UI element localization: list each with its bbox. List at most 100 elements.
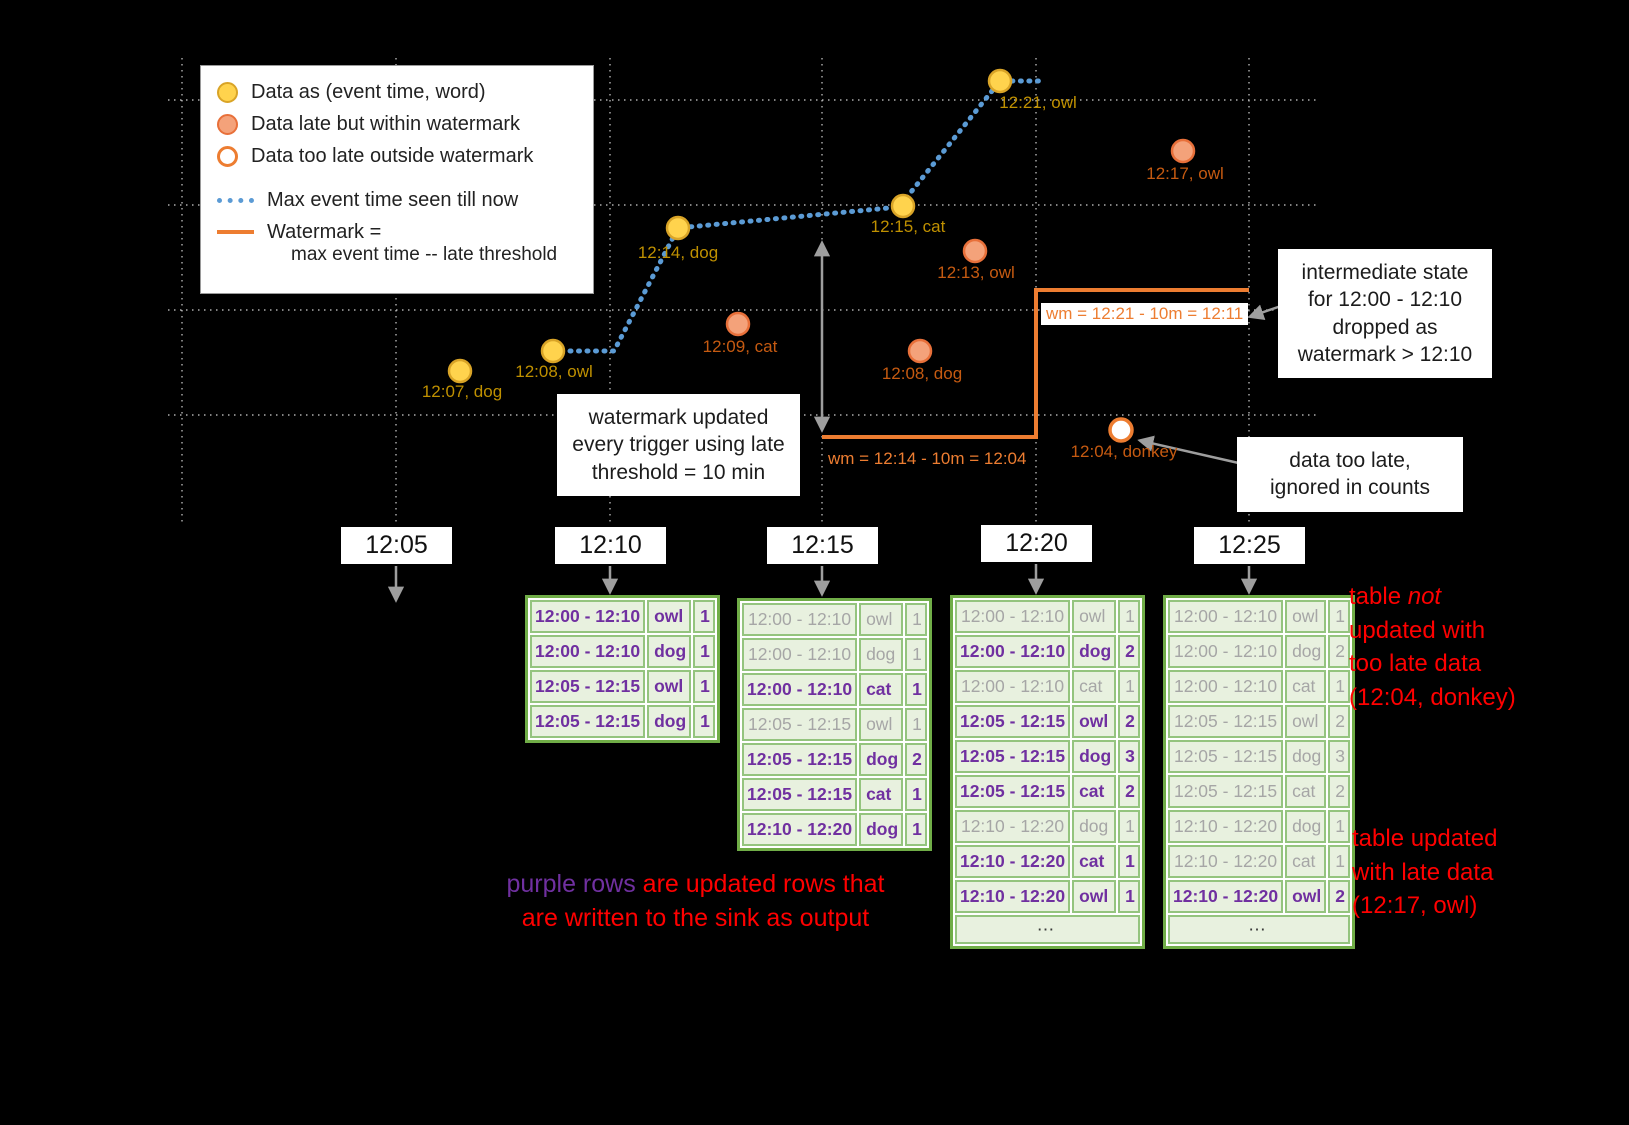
- point-1208-dog: [907, 338, 933, 364]
- count-cell: 1: [1118, 845, 1140, 878]
- window-cell: 12:00 - 12:10: [955, 635, 1071, 668]
- watermark-value-1225: wm = 12:21 - 10m = 12:11: [1041, 303, 1249, 325]
- count-cell: 1: [905, 673, 927, 706]
- window-cell: 12:00 - 12:10: [530, 600, 646, 633]
- word-cell: cat: [1072, 845, 1117, 878]
- table-row-ellipsis: ⋯: [955, 915, 1140, 944]
- word-cell: cat: [1285, 845, 1327, 878]
- window-cell: 12:00 - 12:10: [742, 673, 858, 706]
- count-cell: 2: [1328, 775, 1351, 808]
- window-cell: 12:10 - 12:20: [955, 845, 1071, 878]
- count-cell: 1: [1118, 600, 1140, 633]
- window-cell: 12:00 - 12:10: [1168, 670, 1284, 703]
- callout-watermark-updated: watermark updated every trigger using la…: [557, 394, 800, 496]
- count-cell: 1: [1118, 810, 1140, 843]
- count-cell: 1: [693, 635, 715, 668]
- table-row: 12:10 - 12:20 owl 1: [955, 880, 1140, 913]
- word-cell: dog: [1285, 740, 1327, 773]
- count-cell: 1: [1118, 670, 1140, 703]
- window-cell: 12:05 - 12:15: [742, 708, 858, 741]
- window-cell: 12:00 - 12:10: [955, 600, 1071, 633]
- count-cell: 1: [905, 708, 927, 741]
- word-cell: dog: [647, 705, 692, 738]
- window-cell: 12:05 - 12:15: [530, 670, 646, 703]
- note-purple-rows: purple rows are updated rows that are wr…: [506, 870, 885, 932]
- table-row: 12:00 - 12:10 owl 1: [530, 600, 715, 633]
- trigger-arrows: [387, 564, 1258, 603]
- point-label: 12:08, owl: [515, 362, 593, 381]
- on-time-dot-icon: [217, 82, 238, 103]
- table-row: 12:10 - 12:20 owl 2: [1168, 880, 1351, 913]
- window-cell: 12:10 - 12:20: [1168, 810, 1284, 843]
- watermark-line: [822, 288, 1249, 439]
- table-row: 12:10 - 12:20 dog 1: [955, 810, 1140, 843]
- table-row: 12:00 - 12:10 cat 1: [742, 673, 927, 706]
- count-cell: 1: [1328, 810, 1351, 843]
- word-cell: dog: [859, 638, 904, 671]
- state-dropped-arrow: [1247, 304, 1282, 320]
- count-cell: 1: [1328, 670, 1351, 703]
- word-cell: cat: [1072, 775, 1117, 808]
- axis-tick-1205: 12:05: [341, 527, 452, 564]
- word-cell: owl: [859, 708, 904, 741]
- point-1209-cat: [725, 311, 751, 337]
- word-cell: owl: [647, 600, 692, 633]
- late-points: [725, 138, 1196, 364]
- count-cell: 2: [1118, 775, 1140, 808]
- word-cell: cat: [859, 673, 904, 706]
- window-cell: 12:05 - 12:15: [742, 778, 858, 811]
- point-label: 12:14, dog: [637, 243, 719, 262]
- legend-item-watermark: Watermark = max event time -- late thres…: [217, 221, 577, 266]
- window-cell: 12:00 - 12:10: [1168, 635, 1284, 668]
- table-row: 12:00 - 12:10 cat 1: [1168, 670, 1351, 703]
- table-row: 12:00 - 12:10 dog 1: [742, 638, 927, 671]
- legend-item-late: Data late but within watermark: [217, 113, 577, 136]
- word-cell: owl: [1285, 600, 1327, 633]
- window-cell: 12:00 - 12:10: [742, 603, 858, 636]
- window-cell: 12:05 - 12:15: [1168, 705, 1284, 738]
- count-cell: 1: [1328, 845, 1351, 878]
- window-cell: 12:05 - 12:15: [1168, 740, 1284, 773]
- window-cell: 12:00 - 12:10: [742, 638, 858, 671]
- table-row: 12:05 - 12:15 dog 3: [1168, 740, 1351, 773]
- count-cell: 1: [693, 705, 715, 738]
- max-event-time-line: [550, 78, 1046, 354]
- table-row: 12:05 - 12:15 cat 2: [1168, 775, 1351, 808]
- point-label: 12:09, cat: [702, 337, 778, 356]
- table-row: 12:00 - 12:10 cat 1: [955, 670, 1140, 703]
- axis-tick-1220: 12:20: [981, 525, 1092, 562]
- legend-label: Data late but within watermark: [251, 113, 521, 135]
- legend-label: Data as (event time, word): [251, 81, 486, 103]
- count-cell: 2: [1118, 705, 1140, 738]
- window-cell: 12:10 - 12:20: [955, 880, 1071, 913]
- table-row: 12:05 - 12:15 owl 2: [955, 705, 1140, 738]
- window-cell: 12:10 - 12:20: [955, 810, 1071, 843]
- point-label: 12:21, owl: [999, 93, 1077, 112]
- word-cell: owl: [1072, 705, 1117, 738]
- table-row: 12:10 - 12:20 dog 1: [742, 813, 927, 846]
- legend-label: Max event time seen till now: [267, 189, 519, 211]
- word-cell: owl: [1285, 705, 1327, 738]
- count-cell: 2: [1328, 635, 1351, 668]
- table-row: 12:00 - 12:10 dog 1: [530, 635, 715, 668]
- point-label: 12:07, dog: [421, 382, 503, 401]
- window-cell: 12:10 - 12:20: [1168, 845, 1284, 878]
- axis-tick-1210: 12:10: [555, 527, 666, 564]
- callout-state-dropped: intermediate state for 12:00 - 12:10 dro…: [1278, 249, 1492, 379]
- table-row: 12:05 - 12:15 cat 1: [742, 778, 927, 811]
- table-row: 12:05 - 12:15 owl 1: [530, 670, 715, 703]
- window-cell: 12:05 - 12:15: [530, 705, 646, 738]
- legend-item-on-time: Data as (event time, word): [217, 81, 577, 104]
- result-table-1210: 12:00 - 12:10 owl 1 12:00 - 12:10 dog 1 …: [525, 595, 720, 743]
- result-table-1215: 12:00 - 12:10 owl 1 12:00 - 12:10 dog 1 …: [737, 598, 932, 851]
- window-cell: 12:00 - 12:10: [955, 670, 1071, 703]
- count-cell: 3: [1328, 740, 1351, 773]
- word-cell: dog: [647, 635, 692, 668]
- window-cell: 12:05 - 12:15: [1168, 775, 1284, 808]
- table-row: 12:05 - 12:15 cat 2: [955, 775, 1140, 808]
- window-cell: 12:10 - 12:20: [1168, 880, 1284, 913]
- count-cell: 2: [1118, 635, 1140, 668]
- count-cell: 3: [1118, 740, 1140, 773]
- too-late-arrow: [1137, 435, 1244, 466]
- orange-line-icon: [217, 230, 254, 234]
